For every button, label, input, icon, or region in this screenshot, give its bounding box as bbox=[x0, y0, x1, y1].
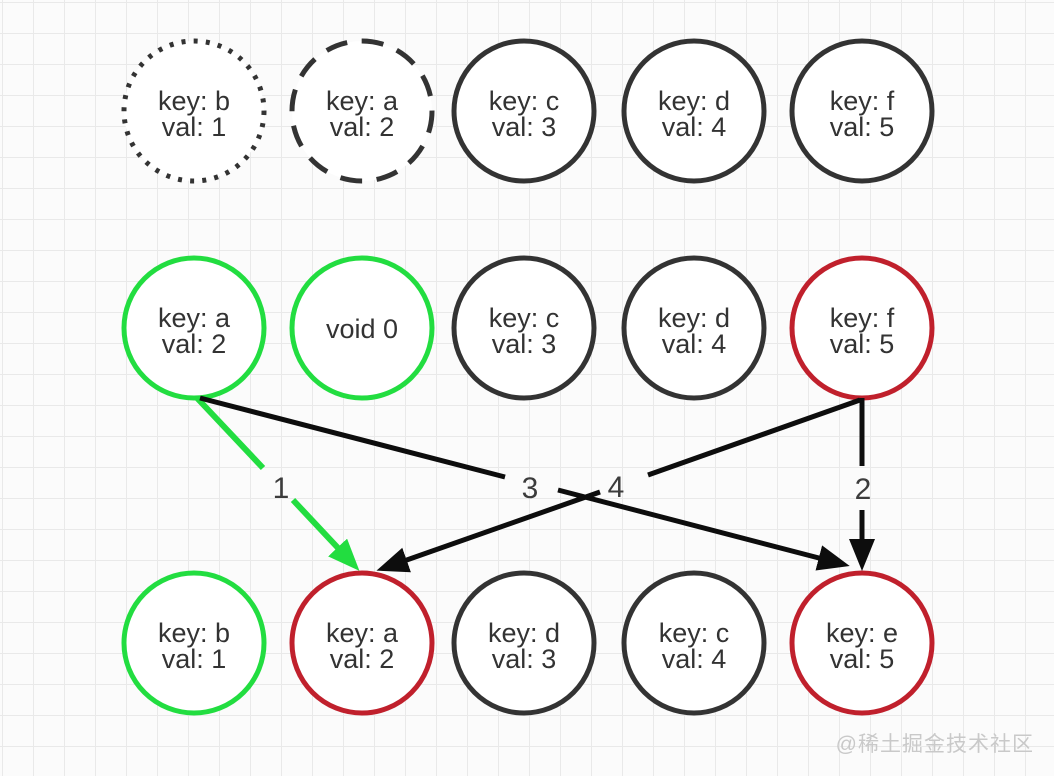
node-middle-5: key: f val: 5 bbox=[789, 255, 935, 401]
node-circle bbox=[121, 255, 267, 401]
node-key: key: c bbox=[489, 86, 560, 116]
node-middle-3: key: c val: 3 bbox=[451, 255, 597, 401]
node-key: void 0 bbox=[326, 314, 398, 344]
arrow-4-line bbox=[647, 397, 861, 478]
node-bottom-3: key: d val: 3 bbox=[451, 570, 597, 716]
watermark: @稀土掘金技术社区 bbox=[836, 733, 1034, 756]
node-val: val: 2 bbox=[330, 112, 395, 142]
row-bottom: key: b val: 1 key: a val: 2 key: d val: … bbox=[121, 570, 935, 716]
row-middle: key: a val: 2 void 0 key: c val: 3 key: … bbox=[121, 255, 935, 401]
node-bottom-5: key: e val: 5 bbox=[789, 570, 935, 716]
node-circle bbox=[789, 38, 935, 184]
node-circle bbox=[451, 570, 597, 716]
node-circle bbox=[621, 570, 767, 716]
node-top-4: key: d val: 4 bbox=[621, 38, 767, 184]
arrow-1-head-line bbox=[290, 497, 360, 571]
node-middle-2: void 0 bbox=[289, 255, 435, 401]
node-middle-4: key: d val: 4 bbox=[621, 255, 767, 401]
node-circle bbox=[289, 38, 435, 184]
node-middle-1: key: a val: 2 bbox=[121, 255, 267, 401]
node-key: key: b bbox=[158, 618, 230, 648]
node-val: val: 4 bbox=[662, 329, 727, 359]
node-circle bbox=[289, 255, 435, 401]
arrow-1-label: 1 bbox=[273, 472, 290, 505]
node-val: val: 2 bbox=[330, 644, 395, 674]
node-val: val: 5 bbox=[830, 329, 895, 359]
arrow-3: 3 bbox=[199, 395, 850, 571]
arrow-2: 2 bbox=[849, 398, 875, 571]
node-circle bbox=[451, 38, 597, 184]
arrow-4-label: 4 bbox=[608, 471, 625, 504]
node-key: key: e bbox=[826, 618, 898, 648]
node-bottom-2: key: a val: 2 bbox=[289, 570, 435, 716]
node-key: key: d bbox=[658, 303, 730, 333]
node-key: key: a bbox=[326, 618, 399, 648]
arrow-2-label: 2 bbox=[855, 473, 872, 506]
arrow-4-head-line bbox=[376, 489, 601, 573]
node-val: val: 1 bbox=[162, 112, 227, 142]
node-key: key: a bbox=[326, 86, 399, 116]
node-top-3: key: c val: 3 bbox=[451, 38, 597, 184]
arrow-3-head-line bbox=[557, 487, 850, 571]
arrow-3-line bbox=[199, 395, 506, 480]
node-bottom-1: key: b val: 1 bbox=[121, 570, 267, 716]
node-circle bbox=[621, 38, 767, 184]
node-val: val: 1 bbox=[162, 644, 227, 674]
node-top-1: key: b val: 1 bbox=[121, 38, 267, 184]
node-circle bbox=[789, 570, 935, 716]
node-val: val: 5 bbox=[830, 644, 895, 674]
node-key: key: d bbox=[488, 618, 560, 648]
node-circle bbox=[621, 255, 767, 401]
row-top: key: b val: 1 key: a val: 2 key: c val: … bbox=[121, 38, 935, 184]
node-key: key: a bbox=[158, 303, 231, 333]
arrow-3-label: 3 bbox=[522, 472, 539, 505]
node-val: val: 4 bbox=[662, 112, 727, 142]
node-circle bbox=[121, 570, 267, 716]
node-circle bbox=[289, 570, 435, 716]
node-val: val: 2 bbox=[162, 329, 227, 359]
node-val: val: 3 bbox=[492, 112, 557, 142]
node-key: key: b bbox=[158, 86, 230, 116]
node-key: key: f bbox=[830, 303, 895, 333]
node-key: key: d bbox=[658, 86, 730, 116]
node-val: val: 4 bbox=[662, 644, 727, 674]
node-val: val: 3 bbox=[492, 329, 557, 359]
node-key: key: c bbox=[659, 618, 730, 648]
node-top-2: key: a val: 2 bbox=[289, 38, 435, 184]
node-circle bbox=[121, 38, 267, 184]
arrow-1-line bbox=[194, 395, 266, 471]
node-circle bbox=[451, 255, 597, 401]
node-key: key: c bbox=[489, 303, 560, 333]
node-bottom-4: key: c val: 4 bbox=[621, 570, 767, 716]
node-val: val: 5 bbox=[830, 112, 895, 142]
node-val: val: 3 bbox=[492, 644, 557, 674]
arrow-4: 4 bbox=[376, 397, 861, 573]
arrow-1: 1 bbox=[194, 395, 360, 571]
node-top-5: key: f val: 5 bbox=[789, 38, 935, 184]
node-key: key: f bbox=[830, 86, 895, 116]
